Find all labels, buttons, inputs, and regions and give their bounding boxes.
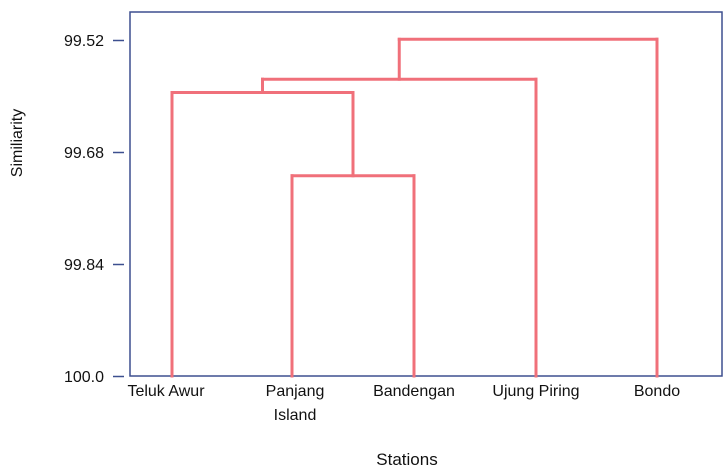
leaf-label-bandengan: Bandengan	[373, 383, 455, 400]
plot-frame	[129, 11, 723, 377]
y-axis-label: Similiarity	[9, 109, 26, 177]
x-axis-label: Stations	[376, 450, 437, 466]
y-tick-label: 99.52	[64, 33, 104, 50]
y-axis-ticks: 99.52 99.68 99.84 100.0	[64, 33, 124, 386]
y-tick-label: 99.68	[64, 145, 104, 162]
dendrogram-branches	[170, 37, 659, 378]
y-tick-label: 100.0	[64, 369, 104, 386]
leaf-label-ujung: Ujung Piring	[492, 383, 579, 400]
leaf-label-bondo: Bondo	[634, 383, 680, 400]
y-tick-label: 99.84	[64, 257, 104, 274]
leaf-label-teluk: Teluk Awur	[127, 383, 205, 400]
